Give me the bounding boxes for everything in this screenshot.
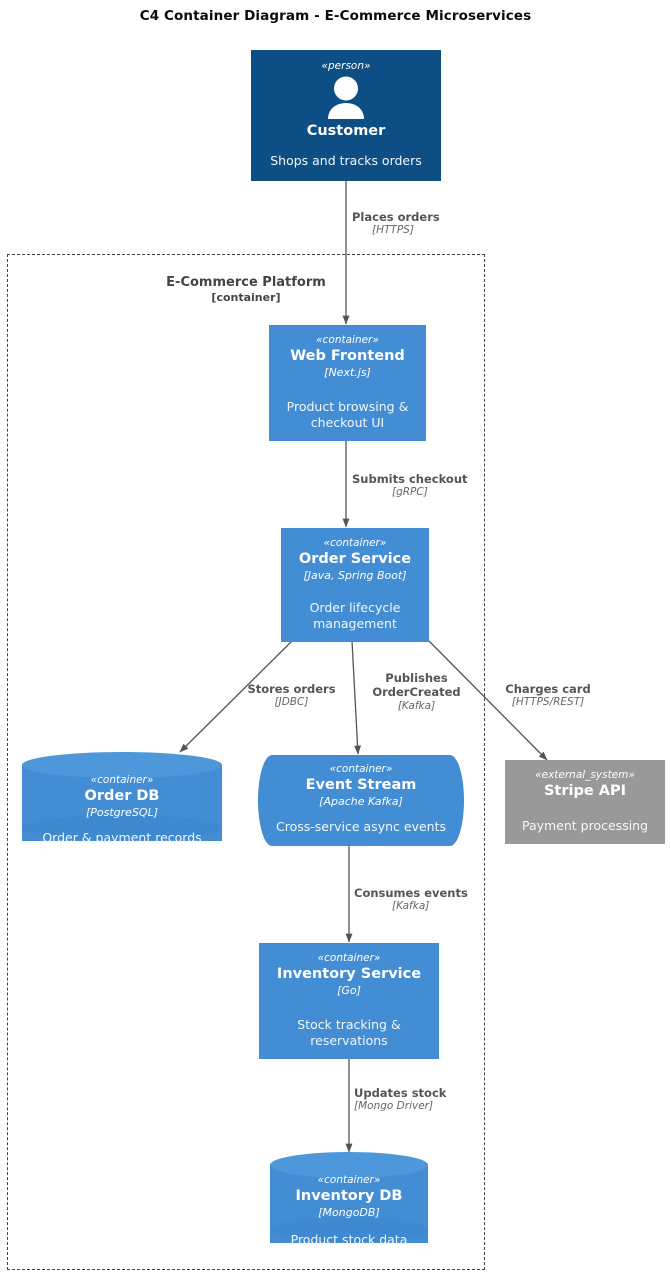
node-customer[interactable]: «person» Customer Shops and tracks order… — [251, 50, 441, 181]
node-event-stream[interactable]: «container» Event Stream [Apache Kafka] … — [258, 755, 464, 846]
edge-label-places-orders-text: Places orders — [352, 210, 440, 224]
inventory-db-header: «container» Inventory DB [MongoDB] — [270, 1174, 428, 1220]
edge-label-stores-orders: Stores orders [JDBC] — [229, 682, 354, 710]
customer-stereotype: «person» — [321, 60, 371, 72]
edge-label-submits-checkout: Submits checkout [gRPC] — [352, 472, 542, 500]
event-stream-header: «container» Event Stream [Apache Kafka] — [258, 763, 464, 809]
customer-name: Customer — [306, 123, 386, 140]
web-frontend-header: «container» Web Frontend [Next.js] — [269, 334, 426, 380]
edge-label-submits-checkout-text: Submits checkout — [352, 472, 468, 486]
order-db-description: Order & payment records — [42, 830, 202, 845]
node-web-frontend[interactable]: «container» Web Frontend [Next.js] Produ… — [269, 325, 426, 441]
page-title: C4 Container Diagram - E-Commerce Micros… — [139, 8, 532, 24]
edge-label-consumes-events-tech: [Kafka] — [392, 900, 430, 913]
edge-label-charges-card-tech: [HTTPS/REST] — [511, 696, 585, 709]
boundary-e-commerce-platform — [7, 254, 485, 1270]
edge-label-publishes-ordercreated-tech: [Kafka] — [397, 699, 436, 712]
inventory-service-stereotype: «container» — [317, 952, 381, 964]
inventory-service-name: Inventory Service — [276, 966, 422, 983]
boundary-name: E-Commerce Platform — [166, 275, 326, 290]
customer-description: Shops and tracks orders — [270, 153, 422, 168]
order-db-name: Order DB — [84, 788, 160, 805]
order-service-description-wrap: Order lifecycle management — [287, 600, 423, 632]
edge-label-publishes-ordercreated: Publishes OrderCreated [Kafka] — [360, 671, 473, 713]
inventory-service-description: Stock tracking & reservations — [297, 1017, 401, 1048]
web-frontend-name: Web Frontend — [290, 348, 405, 365]
order-service-name: Order Service — [298, 551, 412, 568]
event-stream-description: Cross-service async events — [276, 819, 446, 834]
edge-label-submits-checkout-tech: [gRPC] — [392, 486, 428, 499]
edge-label-stores-orders-text: Stores orders — [247, 682, 336, 696]
edge-label-charges-card-text: Charges card — [505, 682, 591, 696]
stripe-api-description: Payment processing — [521, 818, 649, 833]
node-stripe-api[interactable]: «external_system» Stripe API Payment pro… — [505, 760, 665, 844]
order-service-tech: [Java, Spring Boot] — [303, 568, 407, 582]
inventory-service-tech: [Go] — [337, 983, 361, 997]
event-stream-description-wrap: Cross-service async events — [258, 819, 464, 835]
edge-label-places-orders: Places orders [HTTPS] — [352, 210, 532, 238]
inventory-db-bottom-ellipse — [270, 1217, 428, 1243]
customer-description-wrap: Shops and tracks orders — [251, 153, 441, 169]
order-db-stereotype: «container» — [90, 774, 154, 786]
inventory-db-description-wrap: Product stock data — [270, 1232, 428, 1248]
order-db-description-wrap: Order & payment records — [22, 830, 222, 846]
edge-label-consumes-events-text: Consumes events — [354, 886, 468, 900]
edge-label-updates-stock: Updates stock [Mongo Driver] — [354, 1086, 534, 1114]
edge-label-places-orders-tech: [HTTPS] — [372, 224, 414, 237]
event-stream-name: Event Stream — [305, 777, 417, 794]
web-frontend-tech: [Next.js] — [324, 365, 371, 379]
web-frontend-description: Product browsing & checkout UI — [286, 399, 409, 430]
person-icon — [328, 76, 364, 120]
edge-label-publishes-ordercreated-text: Publishes OrderCreated — [372, 671, 461, 700]
node-inventory-db[interactable]: «container» Inventory DB [MongoDB] Produ… — [270, 1152, 428, 1256]
inventory-db-description: Product stock data — [290, 1232, 408, 1247]
web-frontend-description-wrap: Product browsing & checkout UI — [275, 399, 420, 431]
edge-label-charges-card: Charges card [HTTPS/REST] — [493, 682, 603, 710]
edge-label-updates-stock-text: Updates stock — [354, 1086, 447, 1100]
event-stream-stereotype: «container» — [329, 763, 393, 775]
stripe-api-header: «external_system» Stripe API — [505, 769, 665, 801]
stripe-api-name: Stripe API — [543, 783, 626, 800]
web-frontend-stereotype: «container» — [316, 334, 379, 346]
order-service-header: «container» Order Service [Java, Spring … — [281, 537, 429, 583]
event-stream-body — [258, 755, 464, 846]
order-db-header: «container» Order DB [PostgreSQL] — [22, 774, 222, 820]
boundary-label: E-Commerce Platform [container] — [7, 275, 485, 305]
node-order-service[interactable]: «container» Order Service [Java, Spring … — [281, 528, 429, 642]
order-db-top-ellipse — [22, 752, 222, 778]
edge-label-stores-orders-tech: [JDBC] — [274, 696, 309, 709]
event-stream-tech: [Apache Kafka] — [319, 794, 403, 808]
inventory-db-tech: [MongoDB] — [318, 1205, 380, 1219]
inventory-service-header: «container» Inventory Service [Go] — [259, 952, 439, 998]
customer-header: «person» Customer — [251, 60, 441, 141]
boundary-type: [container] — [211, 291, 281, 305]
edge-label-consumes-events: Consumes events [Kafka] — [354, 886, 534, 914]
edge-label-updates-stock-tech: [Mongo Driver] — [354, 1100, 434, 1113]
inventory-db-name: Inventory DB — [295, 1188, 403, 1205]
inventory-db-stereotype: «container» — [317, 1174, 381, 1186]
inventory-db-top-ellipse — [270, 1152, 428, 1178]
order-service-stereotype: «container» — [323, 537, 387, 549]
stripe-api-description-wrap: Payment processing — [511, 818, 659, 834]
inventory-service-description-wrap: Stock tracking & reservations — [265, 1017, 433, 1049]
order-service-description: Order lifecycle management — [309, 600, 401, 631]
stripe-api-stereotype: «external_system» — [535, 769, 635, 781]
node-inventory-service[interactable]: «container» Inventory Service [Go] Stock… — [259, 943, 439, 1059]
order-db-bottom-ellipse — [22, 815, 222, 841]
order-db-tech: [PostgreSQL] — [85, 805, 159, 819]
node-order-db[interactable]: «container» Order DB [PostgreSQL] Order … — [22, 752, 222, 854]
